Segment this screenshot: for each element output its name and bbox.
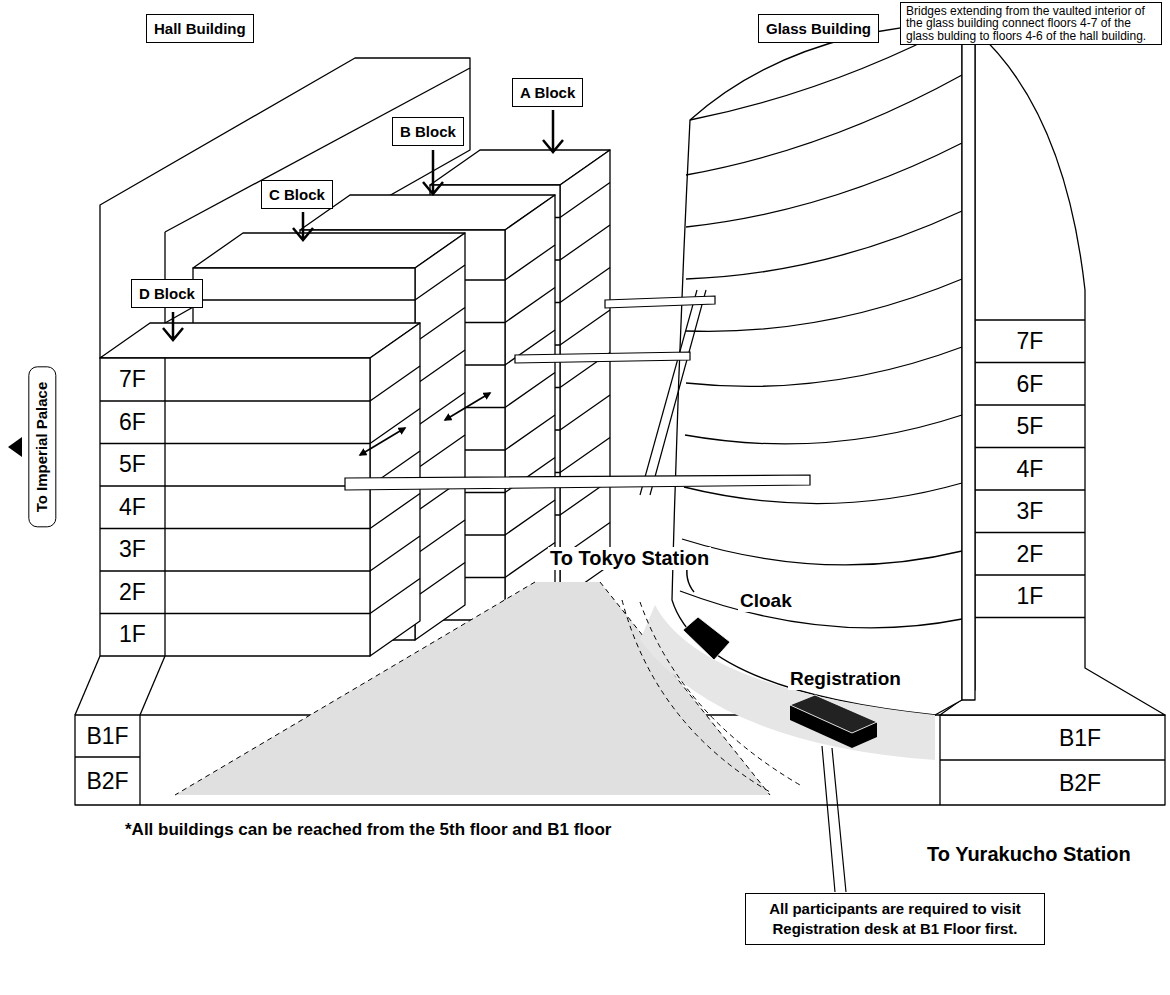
box-text: Glass Building	[766, 19, 871, 38]
glass-floor-lines	[680, 75, 962, 628]
base-edge	[140, 656, 165, 715]
block-label: B Block	[392, 117, 464, 146]
floor-lines	[100, 358, 420, 656]
registration-desk	[790, 695, 877, 733]
box-text: B Block	[400, 122, 456, 141]
desk-label: Cloak	[738, 590, 794, 612]
block-side	[560, 150, 610, 600]
bridge	[605, 296, 715, 308]
cloak-desk	[683, 617, 730, 660]
walkway	[640, 605, 935, 760]
box-text: D Block	[139, 284, 195, 303]
floor-lines	[975, 320, 1085, 618]
pointer-arrow	[293, 212, 313, 240]
pointer-arrow	[423, 150, 443, 194]
block-label: D Block	[131, 279, 203, 308]
notice-box: All participants are required to visit R…	[745, 893, 1045, 945]
pointer-arrow	[163, 312, 183, 340]
box-text: Bridges extending from the vaulted inter…	[906, 5, 1156, 42]
building-label: Hall Building	[146, 14, 254, 43]
floor-label: 1F	[100, 613, 165, 656]
floor-label: 4F	[975, 448, 1085, 491]
floor-label: B1F	[75, 715, 140, 757]
double-arrow	[445, 393, 490, 420]
block-top	[100, 323, 420, 358]
ramp	[640, 290, 697, 495]
ramp	[650, 290, 706, 495]
direction-triangle	[8, 437, 22, 457]
walkway-edge	[622, 600, 800, 792]
footnote: *All buildings can be reached from the 5…	[123, 820, 613, 840]
box-text: C Block	[269, 185, 325, 204]
block-label: C Block	[261, 180, 333, 209]
desk-label: Registration	[788, 668, 903, 690]
box-text: To Imperial Palace	[33, 382, 51, 513]
box-text: A Block	[520, 83, 575, 102]
block-front	[100, 358, 370, 656]
building-label: Glass Building	[758, 14, 879, 43]
floor-label: 7F	[975, 320, 1085, 363]
cell-divider	[139, 715, 140, 805]
direction-label: To Yurakucho Station	[925, 843, 1133, 866]
floor-label: 2F	[975, 533, 1085, 576]
pointer-arrow	[543, 110, 563, 152]
box-text: Hall Building	[154, 19, 246, 38]
bridges	[345, 290, 810, 495]
box-text: All participants are required to visit R…	[754, 899, 1036, 939]
floor-label: 3F	[975, 490, 1085, 533]
leader-line	[822, 746, 846, 892]
bridge	[515, 352, 690, 363]
glass-strip	[962, 22, 975, 700]
direction-label: To Imperial Palace	[28, 367, 56, 528]
cell-divider	[940, 759, 1165, 760]
floor-label: 3F	[100, 528, 165, 571]
note-box: Bridges extending from the vaulted inter…	[900, 2, 1162, 45]
floor-label: 1F	[975, 575, 1085, 618]
floor-label: 5F	[100, 443, 165, 486]
glass-building	[672, 22, 1165, 715]
floor-label: B2F	[75, 757, 140, 805]
floor-label: B2F	[995, 760, 1165, 805]
block-label: A Block	[512, 78, 583, 107]
bridge	[345, 475, 810, 490]
floor-label: 6F	[975, 363, 1085, 406]
block-pointers	[163, 110, 563, 340]
floor-label: 4F	[100, 486, 165, 529]
floor-label: 7F	[100, 358, 165, 401]
floor-label: 6F	[100, 401, 165, 444]
base-edge	[75, 656, 100, 715]
cell-divider	[75, 756, 140, 757]
glass-facade	[672, 22, 962, 715]
floor-label: 5F	[975, 405, 1085, 448]
direction-label: To Tokyo Station	[548, 547, 711, 570]
slab-edge	[164, 232, 165, 323]
floor-label: 2F	[100, 571, 165, 614]
floor-label: B1F	[995, 715, 1165, 760]
double-arrow	[360, 428, 405, 455]
